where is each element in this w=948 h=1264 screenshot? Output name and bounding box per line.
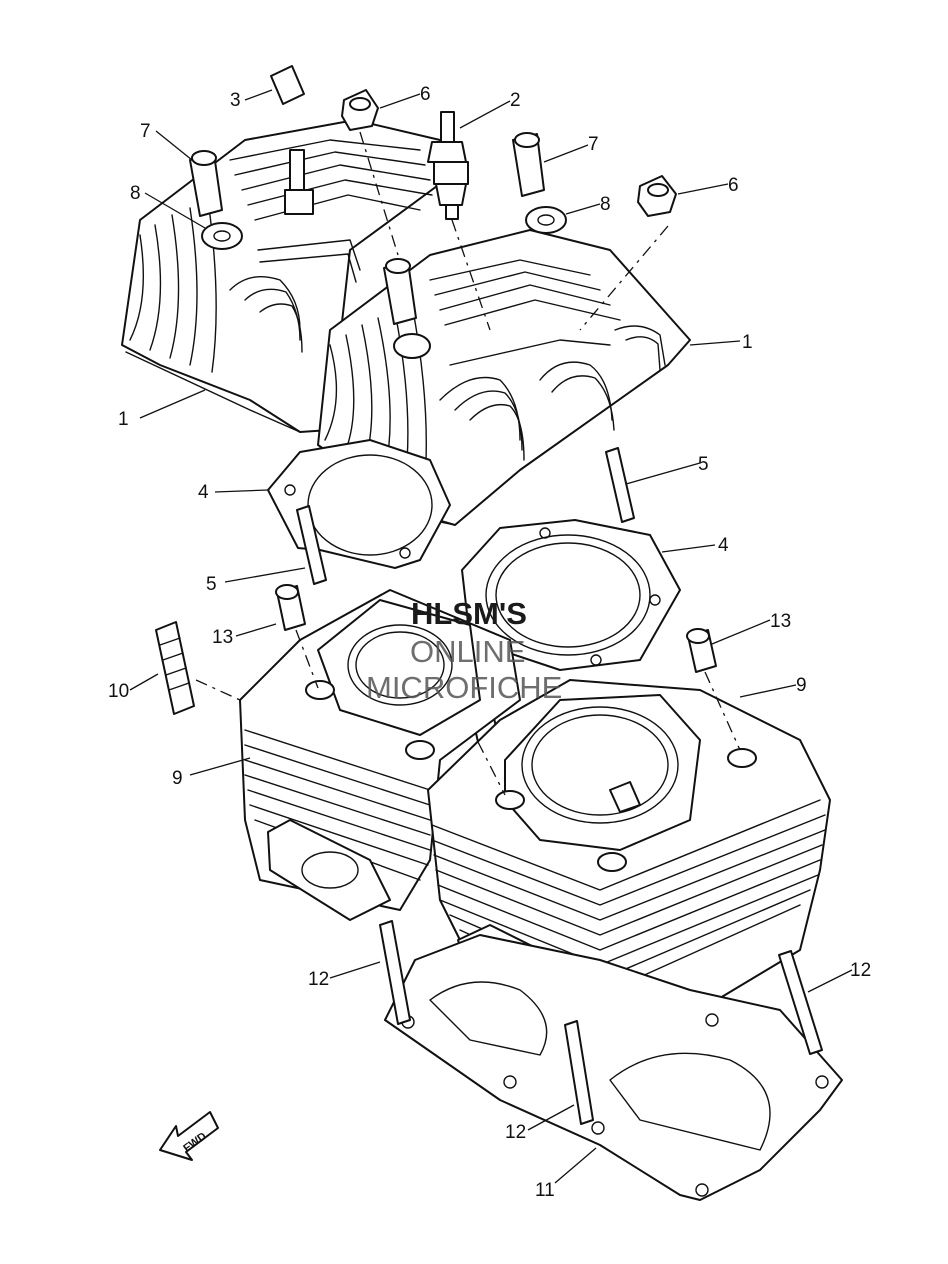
callout-8-right: 8	[600, 194, 611, 215]
callout-9-left: 9	[172, 768, 183, 789]
watermark-line-2: ONLINE	[410, 634, 525, 669]
callout-5-right: 5	[698, 454, 709, 475]
callout-6-top: 6	[420, 84, 431, 105]
callout-5-left: 5	[206, 574, 217, 595]
head-gasket-left	[267, 439, 451, 569]
callout-8-left: 8	[130, 183, 141, 204]
watermark: HLSM'S ONLINE MICROFICHE	[366, 596, 562, 705]
stud-12-middle	[564, 1020, 594, 1125]
collar-7-right	[512, 132, 545, 197]
washer-8-right	[525, 206, 567, 234]
callout-13-left: 13	[212, 627, 233, 648]
bolt-13-left	[275, 584, 306, 631]
watermark-line-3: MICROFICHE	[366, 670, 562, 705]
stud-12-left	[379, 920, 411, 1025]
stud-5-left	[296, 505, 327, 585]
callout-3: 3	[230, 90, 241, 111]
stud-5-right	[605, 447, 635, 523]
callout-11: 11	[535, 1180, 555, 1201]
spark-plug	[427, 111, 469, 220]
callout-7-right: 7	[588, 134, 599, 155]
nut-6-top	[341, 89, 379, 131]
callout-7-left: 7	[140, 121, 151, 142]
callout-13-right: 13	[770, 611, 791, 632]
callout-labels: 1 1 2 3 4 4 5 5 6 6 7 7 8 8 9 9 10 11 12…	[108, 84, 871, 1201]
base-gasket	[384, 934, 843, 1201]
collar-7-left	[189, 150, 223, 217]
cap-3	[270, 65, 305, 105]
head-gasket-right	[461, 519, 681, 671]
washer-8-left	[201, 222, 243, 250]
forward-arrow-icon: FWD	[159, 1111, 219, 1161]
bolt-13-right	[686, 628, 717, 673]
leader-lines	[129, 89, 853, 1184]
callout-12-middle: 12	[505, 1122, 526, 1143]
head-hardware	[189, 65, 677, 359]
callout-6-right: 6	[728, 175, 739, 196]
nut-6-right	[637, 175, 677, 217]
callout-1-right: 1	[742, 332, 753, 353]
stud-12-right	[778, 950, 823, 1055]
callout-2: 2	[510, 90, 521, 111]
callout-4-right: 4	[718, 535, 729, 556]
callout-10: 10	[108, 681, 129, 702]
watermark-line-1: HLSM'S	[411, 596, 527, 631]
cylinder-left	[239, 589, 521, 921]
callout-12-left: 12	[308, 969, 329, 990]
plug-10	[155, 621, 241, 715]
callout-1-left: 1	[118, 409, 129, 430]
cylinder-right	[295, 629, 831, 1031]
callout-12-right: 12	[850, 960, 871, 981]
callout-9-right: 9	[796, 675, 807, 696]
callout-4-left: 4	[198, 482, 209, 503]
